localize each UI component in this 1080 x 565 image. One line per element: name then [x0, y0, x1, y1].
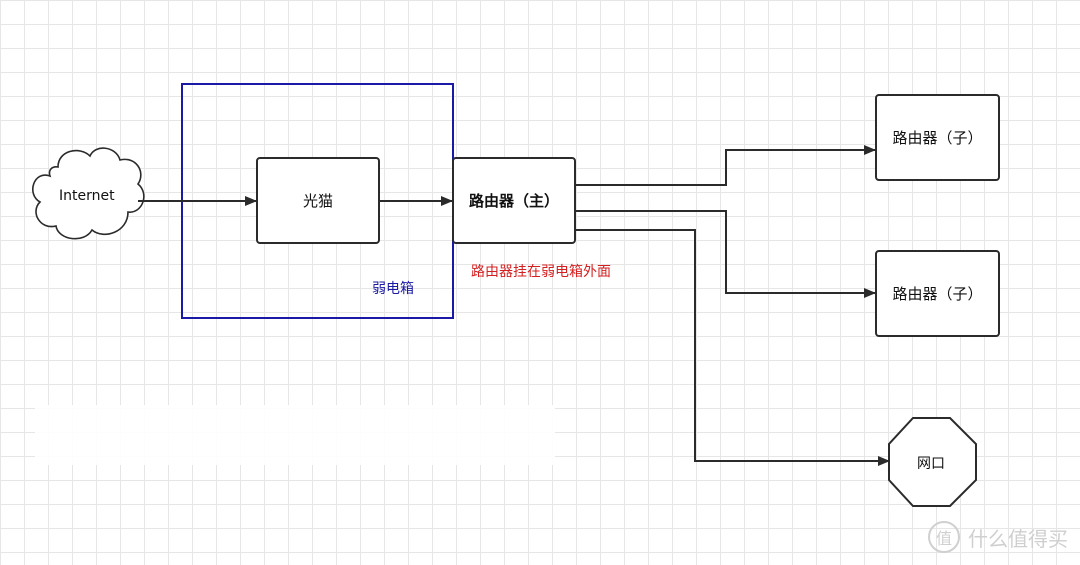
- modem-node: 光猫: [256, 157, 380, 244]
- ethernet-port-label: 网口: [917, 456, 945, 472]
- sub-router-label-2: 路由器（子）: [892, 285, 983, 303]
- watermark-text: 什么值得买: [968, 526, 1068, 551]
- modem-label: 光猫: [302, 192, 333, 210]
- arrow-router-to-port: [575, 229, 890, 466]
- weak-current-box-label: 弱电箱: [372, 281, 414, 297]
- internet-cloud: [31, 147, 145, 240]
- router-placement-note: 路由器挂在弱电箱外面: [471, 264, 611, 280]
- sub-router-node-1: 路由器（子）: [875, 94, 1000, 181]
- site-watermark: 值 什么值得买: [928, 521, 1068, 553]
- sub-router-node-2: 路由器（子）: [875, 250, 1000, 337]
- internet-label: Internet: [59, 188, 115, 204]
- ethernet-port-octagon: [888, 417, 977, 507]
- sub-router-label-1: 路由器（子）: [892, 129, 983, 147]
- blurred-region: [35, 405, 555, 465]
- main-router-label: 路由器（主）: [468, 192, 559, 210]
- arrow-router-to-sub2: [575, 210, 876, 298]
- watermark-logo-icon: 值: [928, 521, 960, 553]
- main-router-node: 路由器（主）: [452, 157, 576, 244]
- arrow-router-to-sub1: [575, 145, 876, 186]
